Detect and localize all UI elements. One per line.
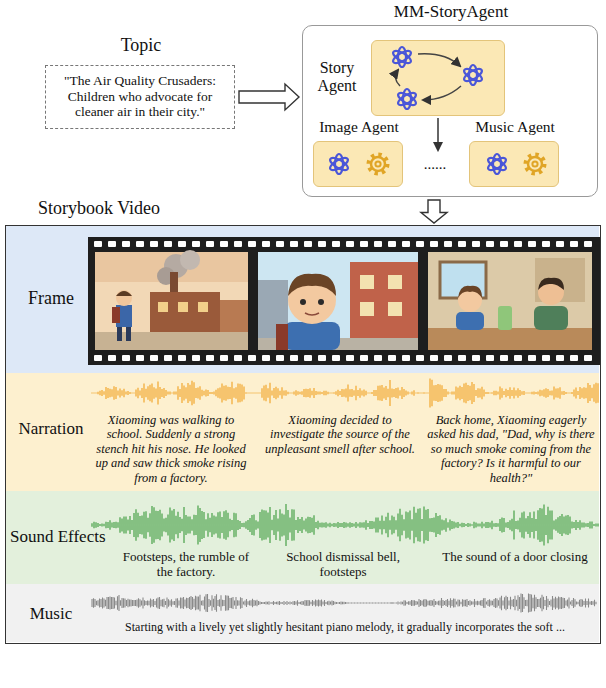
band-label: Sound Effects <box>10 527 114 547</box>
narration-text: Xiaoming decided to investigate the sour… <box>264 413 416 456</box>
heading: Image Agent <box>309 118 409 136</box>
heading: MM-StoryAgent <box>303 2 599 22</box>
image-agent-box: Image Agent <box>313 141 403 187</box>
music-text: Starting with a lively yet slightly hesi… <box>92 621 598 635</box>
agent-system-box: MM-StoryAgentStory AgentImage AgentMusic… <box>302 25 598 197</box>
heading: Music Agent <box>465 118 565 136</box>
topic-box: Topic"The Air Quality Crusaders: Childre… <box>45 65 235 129</box>
topic-text: "The Air Quality Crusaders: Children who… <box>53 73 227 120</box>
sound-text: School dismissal bell, footsteps <box>268 550 418 580</box>
heading: Story Agent <box>308 59 366 96</box>
music-band: MusicStarting with a lively yet slightly… <box>6 584 599 642</box>
band-label: Music <box>14 604 88 624</box>
frame-band: Frame <box>6 226 599 373</box>
narration-text: Back home, Xiaoming eagerly asked his da… <box>426 413 596 485</box>
band-label: Frame <box>14 288 88 309</box>
ellipsis-label: ...... <box>415 156 455 173</box>
block-arrow <box>239 84 299 110</box>
sound-effects-band: Sound EffectsFootsteps, the rumble of th… <box>6 491 599 584</box>
sound-text: Footsteps, the rumble of the factory. <box>116 550 256 580</box>
heading: Topic <box>46 35 236 56</box>
heading: Storybook Video <box>38 198 238 219</box>
story-agent-box: Story Agent <box>371 40 505 116</box>
sound-text: The sound of a door closing <box>436 550 594 565</box>
block-arrow <box>421 200 447 223</box>
music-agent-box: Music Agent <box>469 141 559 187</box>
band-label: Narration <box>10 419 92 439</box>
narration-band: NarrationXiaoming was walking to school.… <box>6 373 599 491</box>
narration-text: Xiaoming was walking to school. Suddenly… <box>94 413 248 485</box>
storybook-video-box: Storybook VideoFrameNarrationXiaoming wa… <box>5 225 601 644</box>
